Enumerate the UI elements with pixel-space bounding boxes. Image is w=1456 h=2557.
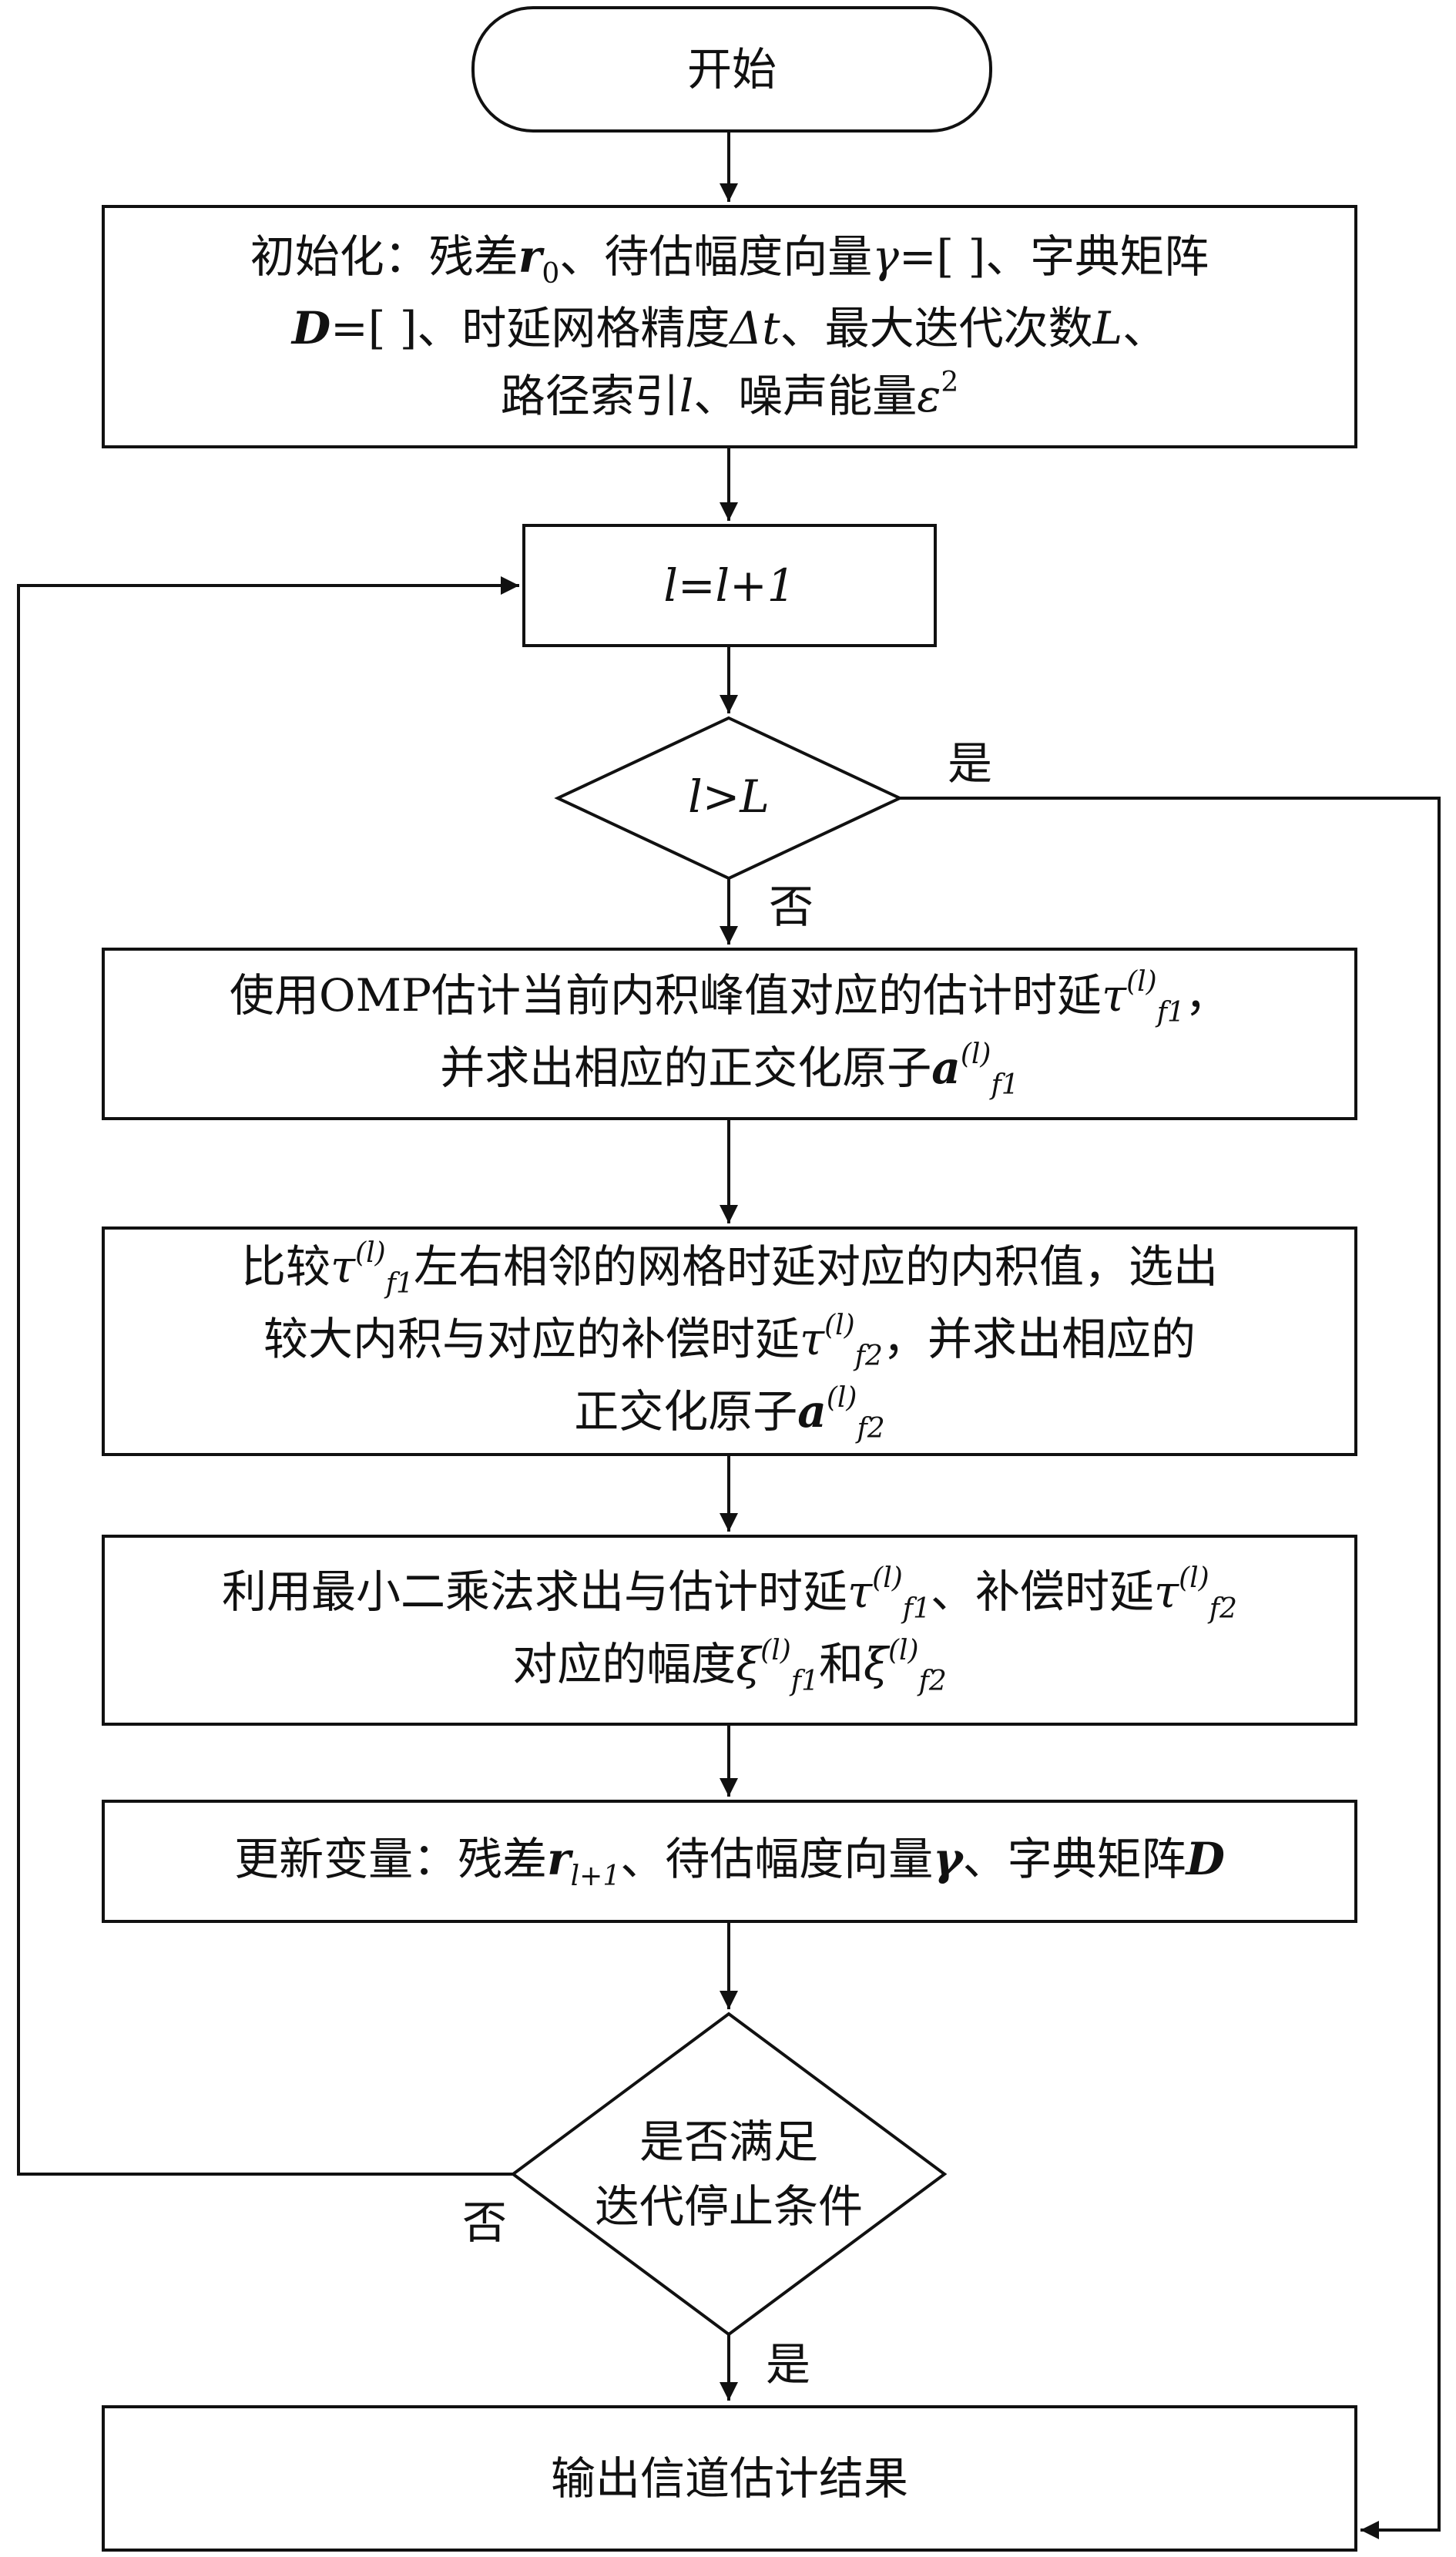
init-gamma-symbol: γ — [872, 230, 899, 283]
lsq-xi2-sub: f2 — [918, 1666, 947, 1697]
update-dictionary-symbol: D — [1186, 1832, 1225, 1885]
edge-label-no-decision2: 否 — [462, 2196, 508, 2249]
update-text-1: 更新变量：残差 — [234, 1832, 548, 1885]
init-dt-symbol: Δt — [730, 302, 780, 354]
increment-box: l=l+1 — [522, 524, 937, 647]
compare-text: 比较τ(l)f1左右相邻的网格时延对应的内积值，选出 较大内积与对应的补偿时延τ… — [241, 1233, 1218, 1450]
init-box: 初始化：残差r0、待估幅度向量γ=[ ]、字典矩阵 D=[ ]、时延网格精度Δt… — [102, 205, 1357, 448]
compare-text-1: 比较 — [241, 1240, 331, 1293]
output-label: 输出信道估计结果 — [550, 2451, 908, 2505]
increment-label: l=l+1 — [663, 559, 796, 612]
lsq-xi1-sub: f1 — [790, 1666, 819, 1697]
arrow-decision1-yes — [900, 797, 1441, 2539]
edge-label-yes-decision2: 是 — [766, 2338, 811, 2391]
decision2-line1: 是否满足 — [639, 2116, 818, 2168]
compare-text-3: 较大内积与对应的补偿时延 — [263, 1313, 800, 1365]
lsq-text-4: 和 — [819, 1638, 864, 1690]
init-text-2: 、待估幅度向量 — [559, 230, 873, 283]
omp-atom-sub: f1 — [991, 1069, 1019, 1101]
lsq-text-3: 对应的幅度 — [512, 1638, 736, 1690]
start-terminal: 开始 — [471, 6, 992, 133]
lsq-tau1-sup: (l) — [872, 1562, 903, 1594]
lsq-xi2-sup: (l) — [887, 1635, 919, 1666]
init-residual-sub: 0 — [542, 258, 560, 290]
init-text-1: 初始化：残差 — [250, 230, 518, 283]
edge-label-no-decision1: 否 — [769, 881, 814, 933]
omp-text-2: 并求出相应的正交化原子 — [440, 1042, 932, 1094]
update-text-3: 、字典矩阵 — [962, 1832, 1186, 1885]
compare-tau2-sub: f2 — [854, 1341, 883, 1372]
lsq-xi1-sup: (l) — [760, 1635, 791, 1666]
lsq-tau2-sup: (l) — [1179, 1562, 1209, 1594]
compare-box: 比较τ(l)f1左右相邻的网格时延对应的内积值，选出 较大内积与对应的补偿时延τ… — [102, 1226, 1357, 1456]
update-gamma-symbol: γ — [933, 1832, 963, 1885]
lsq-tau2-symbol: τ — [1154, 1565, 1179, 1618]
lsq-text-2: 、补偿时延 — [931, 1565, 1155, 1618]
omp-tau-symbol: τ — [1102, 969, 1127, 1022]
compare-tau2-symbol: τ — [800, 1313, 825, 1365]
omp-tau-sup: (l) — [1126, 966, 1157, 998]
omp-box: 使用OMP估计当前内积峰值对应的估计时延τ(l)f1， 并求出相应的正交化原子a… — [102, 948, 1357, 1120]
compare-atom-sub: f2 — [857, 1413, 885, 1445]
omp-atom-sup: (l) — [960, 1039, 991, 1070]
init-residual-symbol: r — [518, 230, 542, 283]
update-text-2: 、待估幅度向量 — [620, 1832, 934, 1885]
lsq-text-1: 利用最小二乘法求出与估计时延 — [222, 1565, 848, 1618]
decision2-line2: 迭代停止条件 — [594, 2180, 863, 2233]
init-text-8: 、噪声能量 — [693, 370, 918, 422]
compare-atom-symbol: a — [797, 1385, 827, 1438]
compare-tau1-symbol: τ — [330, 1240, 356, 1293]
init-eps-sup: 2 — [941, 367, 959, 398]
init-text-3: =[ ]、字典矩阵 — [898, 230, 1209, 283]
start-label: 开始 — [686, 42, 777, 96]
init-text-7: 路径索引 — [500, 370, 679, 422]
compare-tau1-sub: f1 — [385, 1268, 414, 1300]
compare-text-4: ，并求出相应的 — [882, 1313, 1196, 1365]
omp-tau-sub: f1 — [1156, 997, 1185, 1029]
omp-text: 使用OMP估计当前内积峰值对应的估计时延τ(l)f1， 并求出相应的正交化原子a… — [230, 961, 1230, 1106]
omp-comma: ， — [1184, 969, 1230, 1022]
init-L-symbol: L — [1092, 302, 1123, 354]
init-text-6: 、 — [1122, 302, 1168, 354]
lsq-tau1-sub: f1 — [902, 1593, 931, 1625]
decision2-label: 是否满足 迭代停止条件 — [536, 2109, 921, 2239]
compare-atom-sup: (l) — [826, 1382, 857, 1414]
init-text-4: =[ ]、时延网格精度 — [330, 302, 730, 354]
update-residual-sub: l+1 — [570, 1860, 621, 1892]
compare-tau2-sup: (l) — [824, 1310, 855, 1341]
update-text: 更新变量：残差rl+1、待估幅度向量γ、字典矩阵D — [234, 1826, 1225, 1898]
compare-tau1-sup: (l) — [355, 1237, 386, 1269]
lsq-xi1-symbol: ξ — [736, 1638, 761, 1690]
update-residual-symbol: r — [547, 1832, 571, 1885]
init-text: 初始化：残差r0、待估幅度向量γ=[ ]、字典矩阵 D=[ ]、时延网格精度Δt… — [250, 223, 1209, 430]
compare-text-2: 左右相邻的网格时延对应的内积值，选出 — [413, 1240, 1218, 1293]
init-eps-symbol: ε — [917, 370, 941, 422]
update-box: 更新变量：残差rl+1、待估幅度向量γ、字典矩阵D — [102, 1800, 1357, 1923]
omp-atom-symbol: a — [931, 1042, 961, 1094]
init-l-symbol: l — [679, 370, 694, 422]
lsq-xi2-symbol: ξ — [864, 1638, 888, 1690]
decision1-label: l>L — [688, 770, 770, 823]
omp-text-1: 使用OMP估计当前内积峰值对应的估计时延 — [230, 969, 1102, 1022]
init-text-5: 、最大迭代次数 — [780, 302, 1093, 354]
arrow-decision2-no-loop — [17, 576, 519, 2176]
edge-label-yes-decision1: 是 — [948, 737, 993, 790]
lsq-text: 利用最小二乘法求出与估计时延τ(l)f1、补偿时延τ(l)f2 对应的幅度ξ(l… — [222, 1558, 1237, 1703]
output-box: 输出信道估计结果 — [102, 2405, 1357, 2552]
compare-text-5: 正交化原子 — [574, 1385, 798, 1438]
lsq-tau2-sub: f2 — [1209, 1593, 1237, 1625]
lsq-tau1-symbol: τ — [847, 1565, 873, 1618]
init-dictionary-symbol: D — [291, 302, 331, 354]
lsq-box: 利用最小二乘法求出与估计时延τ(l)f1、补偿时延τ(l)f2 对应的幅度ξ(l… — [102, 1535, 1357, 1726]
